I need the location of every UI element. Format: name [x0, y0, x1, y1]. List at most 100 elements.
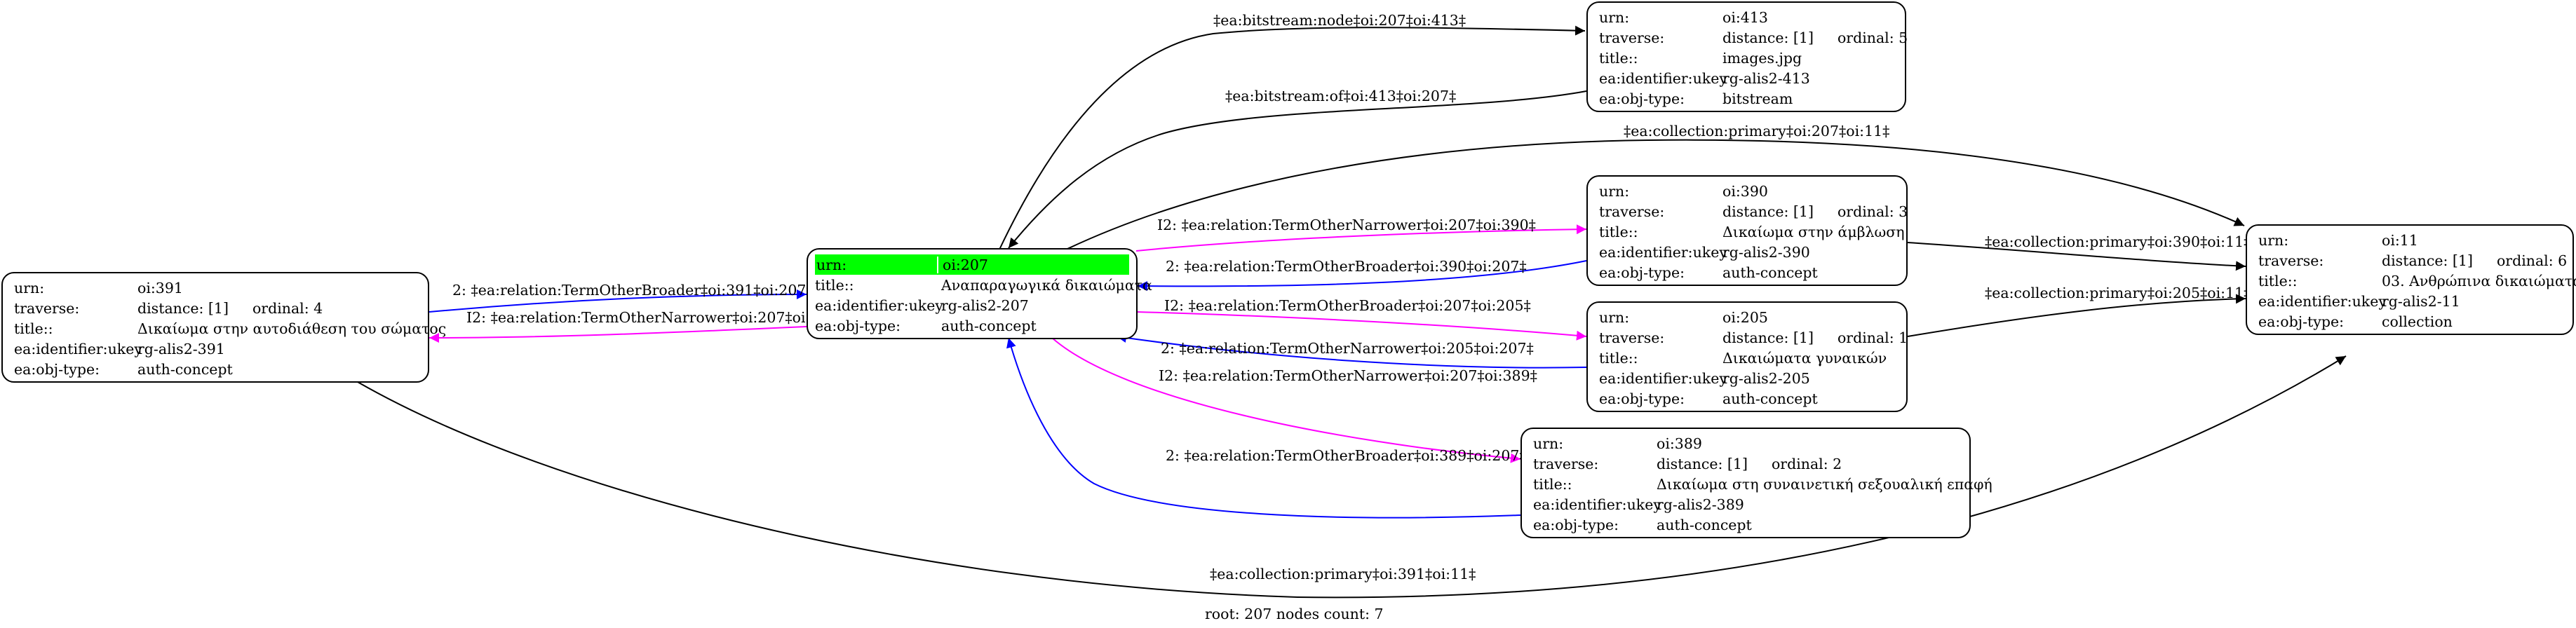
- node-row: ea:obj-type:bitstream: [1599, 88, 1894, 109]
- row-value: oi:389: [1657, 435, 1702, 452]
- row-key: traverse:: [1533, 455, 1599, 472]
- row-value: rg-alis2-413: [1722, 69, 1810, 87]
- row-key: title::: [1599, 223, 1638, 240]
- row-key: ea:identifier:ukey: [2258, 292, 2387, 310]
- node-row: title::Αναπαραγωγικά δικαιώματα: [815, 275, 1152, 295]
- row-value: oi:207: [943, 256, 988, 273]
- node-row: urn:oi:11: [2258, 230, 2561, 250]
- node-row: ea:obj-type: collection: [2258, 311, 2561, 332]
- row-value: distance: [1]: [1657, 455, 1748, 472]
- edge-e9: [1006, 337, 1521, 519]
- edge-label-e3: ‡ea:collection:primary‡oi:207‡oi:11‡: [1624, 123, 1889, 139]
- edge-label-e2: ‡ea:bitstream:of‡oi:413‡oi:207‡: [1225, 88, 1456, 104]
- row-value: distance: [1]: [137, 299, 229, 317]
- row-key: ea:obj-type:: [2258, 313, 2344, 330]
- row-key: ea:identifier:ukey: [815, 296, 943, 314]
- node-row: traverse:distance: [1]ordinal: 2: [1533, 453, 1958, 474]
- row-value: rg-alis2-390: [1722, 243, 1810, 261]
- row-key: ea:obj-type:: [1599, 390, 1685, 407]
- node-oi-11[interactable]: urn:oi:11 traverse:distance: [1]ordinal:…: [2246, 224, 2576, 335]
- node-row: traverse:distance: [1]ordinal: 1: [1599, 327, 1908, 348]
- row-key: title::: [1599, 49, 1638, 67]
- node-oi-391[interactable]: urn:oi:391 traverse:distance: [1]ordinal…: [1, 272, 446, 383]
- edge-e1: [999, 25, 1586, 250]
- row-key: title::: [14, 320, 53, 337]
- edge-label-e9: 2: ‡ea:relation:TermOtherBroader‡oi:389‡…: [1166, 447, 1527, 464]
- node-row: traverse:distance: [1]ordinal: 5: [1599, 27, 1908, 48]
- row-key: urn:: [1599, 8, 1630, 26]
- row-key: traverse:: [1599, 329, 1665, 346]
- node-oi-389[interactable]: urn:oi:389 traverse:distance: [1]ordinal…: [1520, 428, 1992, 538]
- row-value: Δικαίωμα στην άμβλωση: [1722, 223, 1905, 240]
- node-row: title::images.jpg: [1599, 48, 1894, 68]
- row-value: oi:11: [2382, 231, 2418, 249]
- node-oi-390[interactable]: urn:oi:390 traverse:distance: [1]ordinal…: [1586, 175, 1908, 286]
- node-oi-205[interactable]: urn:oi:205 traverse:distance: [1]ordinal…: [1586, 301, 1908, 412]
- node-row: title::03. Ανθρώπινα δικαιώματα: [2258, 271, 2576, 291]
- edge-label-e12: ‡ea:collection:primary‡oi:390‡oi:11‡: [1985, 233, 2251, 250]
- edge-e3: [1065, 139, 2245, 250]
- row-value: auth-concept: [1722, 390, 1818, 407]
- row-value: bitstream: [1722, 90, 1793, 107]
- edge-label-e10: 2: ‡ea:relation:TermOtherBroader‡oi:391‡…: [452, 282, 814, 299]
- node-oi-207[interactable]: urn:oi:207 title::Αναπαραγωγικά δικαιώμα…: [807, 248, 1152, 339]
- edge-e13: [1907, 294, 2246, 337]
- row-value: collection: [2382, 313, 2453, 330]
- node-row: traverse: distance: [1] ordinal: 4: [14, 298, 417, 318]
- row-value: distance: [1]: [1722, 203, 1814, 220]
- edge-label-e14: ‡ea:collection:primary‡oi:391‡oi:11‡: [1210, 566, 1476, 582]
- row-value: oi:390: [1722, 182, 1768, 200]
- node-row: title::Δικαίωμα στην άμβλωση: [1599, 221, 1905, 242]
- edge-e14: [357, 355, 2347, 599]
- node-row: title::Δικαίωμα στην αυτοδιάθεση του σώμ…: [14, 318, 446, 339]
- edge-label-e11: I2: ‡ea:relation:TermOtherNarrower‡oi:20…: [466, 309, 845, 326]
- row-key: ea:obj-type:: [14, 360, 100, 378]
- edge-e12: [1907, 242, 2246, 271]
- row-key: ea:identifier:ukey: [1599, 69, 1727, 87]
- row-key: title::: [1599, 349, 1638, 367]
- node-row-highlighted: urn:oi:207: [815, 254, 1129, 275]
- node-row: ea:obj-type: auth-concept: [14, 359, 417, 379]
- row-value: rg-alis2-11: [2382, 292, 2460, 310]
- row-key: traverse:: [2258, 252, 2324, 269]
- node-row: ea:obj-type:auth-concept: [1599, 262, 1895, 282]
- row-value-ordinal: ordinal: 3: [1837, 203, 1908, 220]
- node-row: ea:obj-type:auth-concept: [1533, 514, 1958, 535]
- row-key: ea:identifier:ukey: [14, 340, 142, 357]
- row-value: Δικαίωμα στη συναινετική σεξουαλική επαφ…: [1657, 475, 1992, 493]
- row-value: auth-concept: [1657, 516, 1752, 533]
- edge-label-e6: I2: ‡ea:relation:TermOtherBroader‡oi:207…: [1164, 297, 1531, 314]
- row-key: ea:identifier:ukey: [1599, 369, 1727, 387]
- row-key: urn:: [14, 279, 45, 296]
- edge-label-e1: ‡ea:bitstream:node‡oi:207‡oi:413‡: [1213, 12, 1466, 29]
- edge-label-e5: 2: ‡ea:relation:TermOtherBroader‡oi:390‡…: [1166, 258, 1527, 275]
- row-key: urn:: [1533, 435, 1564, 452]
- row-value: distance: [1]: [1722, 329, 1814, 346]
- row-key: traverse:: [14, 299, 80, 317]
- row-value: Δικαίωμα στην αυτοδιάθεση του σώματος: [137, 320, 447, 337]
- row-value: distance: [1]: [2382, 252, 2473, 269]
- row-value-ordinal: ordinal: 4: [252, 299, 323, 317]
- row-value: rg-alis2-207: [941, 296, 1029, 314]
- row-key: ea:obj-type:: [815, 317, 901, 334]
- row-value: auth-concept: [137, 360, 233, 378]
- row-key: title::: [2258, 272, 2298, 289]
- row-value: oi:205: [1722, 308, 1768, 326]
- edge-e4: [1135, 224, 1587, 252]
- row-key: ea:identifier:ukey: [1533, 496, 1661, 513]
- edge-label-e7: 2: ‡ea:relation:TermOtherNarrower‡oi:205…: [1161, 340, 1534, 357]
- node-oi-413[interactable]: urn:oi:413 traverse:distance: [1]ordinal…: [1586, 1, 1908, 112]
- node-row: traverse:distance: [1]ordinal: 6: [2258, 250, 2567, 271]
- row-value: Αναπαραγωγικά δικαιώματα: [941, 276, 1152, 294]
- row-value: Δικαιώματα γυναικών: [1722, 349, 1887, 367]
- row-value: rg-alis2-205: [1722, 369, 1810, 387]
- edge-e11: [429, 326, 807, 343]
- node-row: traverse:distance: [1]ordinal: 3: [1599, 201, 1908, 221]
- row-key: title::: [815, 276, 854, 294]
- row-value: rg-alis2-389: [1657, 496, 1744, 513]
